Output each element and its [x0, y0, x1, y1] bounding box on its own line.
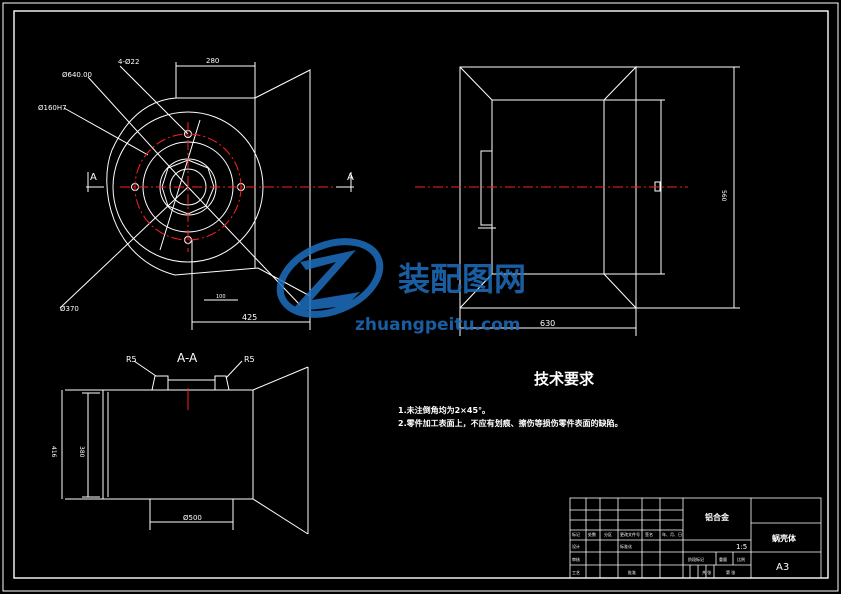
section-mark-a-right: A	[347, 172, 354, 183]
tb-cell: 标准化	[620, 543, 632, 549]
label-d640: Ø640.00	[62, 71, 92, 79]
main-view	[59, 62, 311, 330]
tb-cell: 重量	[719, 556, 727, 562]
tech-heading: 技术要求	[534, 370, 595, 388]
watermark-logo-icon	[276, 238, 384, 318]
tb-cell: 分区	[604, 531, 612, 537]
dim-416: 416	[50, 446, 57, 458]
tb-cell: 更改文件号	[620, 531, 640, 537]
section-body	[102, 389, 254, 500]
dim-d500: Ø500	[183, 514, 202, 522]
material-label: 铝合金	[705, 512, 730, 522]
tb-cell: 处数	[588, 531, 596, 537]
flange-left	[151, 375, 169, 391]
dim-425: 425	[242, 313, 257, 322]
watermark-brand: 装配图网	[398, 260, 526, 298]
tb-cell: 审核	[572, 556, 580, 562]
section-title: A-A	[177, 351, 198, 365]
inner-border	[13, 10, 829, 579]
dim-630: 630	[540, 319, 555, 328]
section-mark-a-left: A	[90, 172, 97, 183]
label-d370: Ø370	[60, 305, 79, 313]
dim-280: 280	[206, 57, 219, 65]
tb-cell: 阶段标记	[688, 556, 704, 562]
tb-cell: 工艺	[572, 570, 580, 575]
radius-right: R5	[244, 355, 255, 364]
watermark-url: zhuangpeitu.com	[355, 315, 521, 335]
sheet-size: A3	[776, 562, 789, 573]
volute-outline	[106, 69, 311, 297]
outer-circle	[112, 111, 264, 263]
scale-value: 1:5	[736, 543, 747, 551]
flange-right	[214, 375, 230, 391]
dim-100: 100	[216, 294, 226, 300]
dim-380: 380	[78, 446, 85, 458]
label-d160h7: Ø160H7	[38, 104, 67, 112]
tb-cell: 第 张	[726, 569, 735, 575]
section-view	[61, 360, 309, 535]
tech-item-1: 1.未注倒角均为2×45°。	[398, 405, 490, 415]
tb-cell: 比例	[737, 556, 745, 562]
tb-cell: 签名	[645, 531, 653, 537]
main-center-lines	[120, 122, 345, 252]
part-name-label: 蜗壳体	[772, 533, 797, 543]
side-slot	[480, 150, 493, 226]
section-markers	[86, 172, 354, 192]
tb-cell: 设计	[572, 543, 580, 549]
radius-left: R5	[126, 355, 137, 364]
label-4-d22: 4-Ø22	[118, 58, 139, 66]
tb-cell: 批准	[628, 569, 636, 575]
tech-item-2: 2.零件加工表面上，不应有划痕、擦伤等损伤零件表面的缺陷。	[398, 418, 623, 428]
watermark: 装配图网 zhuangpeitu.com	[276, 238, 526, 335]
dim-560: 560	[720, 190, 727, 202]
tb-cell: 标记	[572, 531, 580, 537]
title-block	[569, 497, 822, 579]
tb-cell: 共 张	[702, 569, 711, 575]
tb-cell: 年、月、日	[662, 531, 682, 537]
